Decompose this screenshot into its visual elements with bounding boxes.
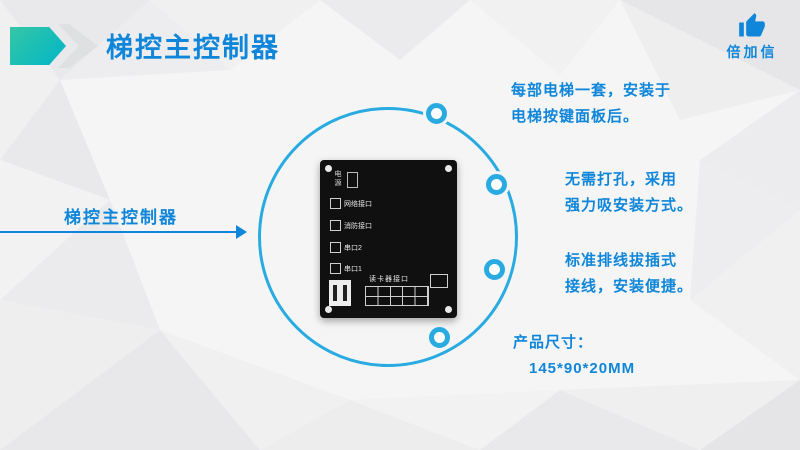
callout-1-line-1: 每部电梯一套，安装于	[511, 82, 672, 99]
board-pin-grid	[365, 286, 429, 306]
port-icon	[330, 220, 341, 231]
brand-name: 倍加信	[726, 44, 778, 60]
callout-2-line-1: 无需打孔，采用	[565, 171, 678, 188]
board-port-row: 串口1	[330, 263, 362, 274]
screw-icon	[325, 306, 332, 313]
brand-logo: 倍加信	[720, 12, 784, 62]
callout-1: 每部电梯一套，安装于 电梯按键面板后。	[511, 78, 671, 129]
board-port-row: 串口2	[330, 242, 362, 253]
callout-4-line-2: 145*90*20MM	[529, 359, 636, 377]
callout-3-line-2: 接线，安装便捷。	[565, 277, 694, 295]
diagram-circle	[258, 107, 518, 367]
callout-3-line-1: 标准排线拔插式	[565, 252, 678, 269]
pcb-product-image: 电源 网络接口 消防接口 串口2 串口1 读卡器接口	[320, 160, 457, 318]
diagram-node-3	[484, 259, 505, 280]
screw-icon	[445, 165, 452, 172]
port-icon	[330, 263, 341, 274]
board-port-label: 网络接口	[344, 200, 372, 208]
diagram-node-1	[426, 103, 447, 124]
callout-3: 标准排线拔插式 接线，安装便捷。	[565, 248, 693, 299]
board-power-label: 电源	[334, 170, 341, 188]
board-power-connector	[347, 172, 358, 188]
pointer-line	[0, 231, 238, 233]
board-port-row: 网络接口	[330, 198, 372, 209]
diagram-node-4	[429, 327, 450, 348]
diagram-node-2	[486, 174, 507, 195]
board-port-label: 串口2	[344, 244, 362, 252]
callout-2: 无需打孔，采用 强力吸安装方式。	[565, 167, 693, 218]
callout-2-line-2: 强力吸安装方式。	[565, 196, 694, 214]
screw-icon	[445, 306, 452, 313]
board-bottom-label: 读卡器接口	[369, 276, 409, 283]
callout-4-product-size: 产品尺寸： 145*90*20MM	[513, 330, 635, 381]
page-title: 梯控主控制器	[106, 33, 280, 63]
callout-1-line-2: 电梯按键面板后。	[511, 107, 640, 125]
pointer-arrow-icon	[236, 225, 247, 239]
screw-icon	[325, 165, 332, 172]
port-icon	[330, 198, 341, 209]
board-connector	[329, 280, 351, 306]
port-icon	[330, 242, 341, 253]
board-port-label: 串口1	[344, 265, 362, 273]
thumbs-up-icon	[739, 13, 765, 37]
callout-4-line-1: 产品尺寸：	[513, 334, 594, 351]
product-label: 梯控主控制器	[64, 208, 178, 227]
board-port-row: 消防接口	[330, 220, 372, 231]
board-port-label: 消防接口	[344, 222, 372, 230]
board-side-component	[430, 274, 448, 288]
